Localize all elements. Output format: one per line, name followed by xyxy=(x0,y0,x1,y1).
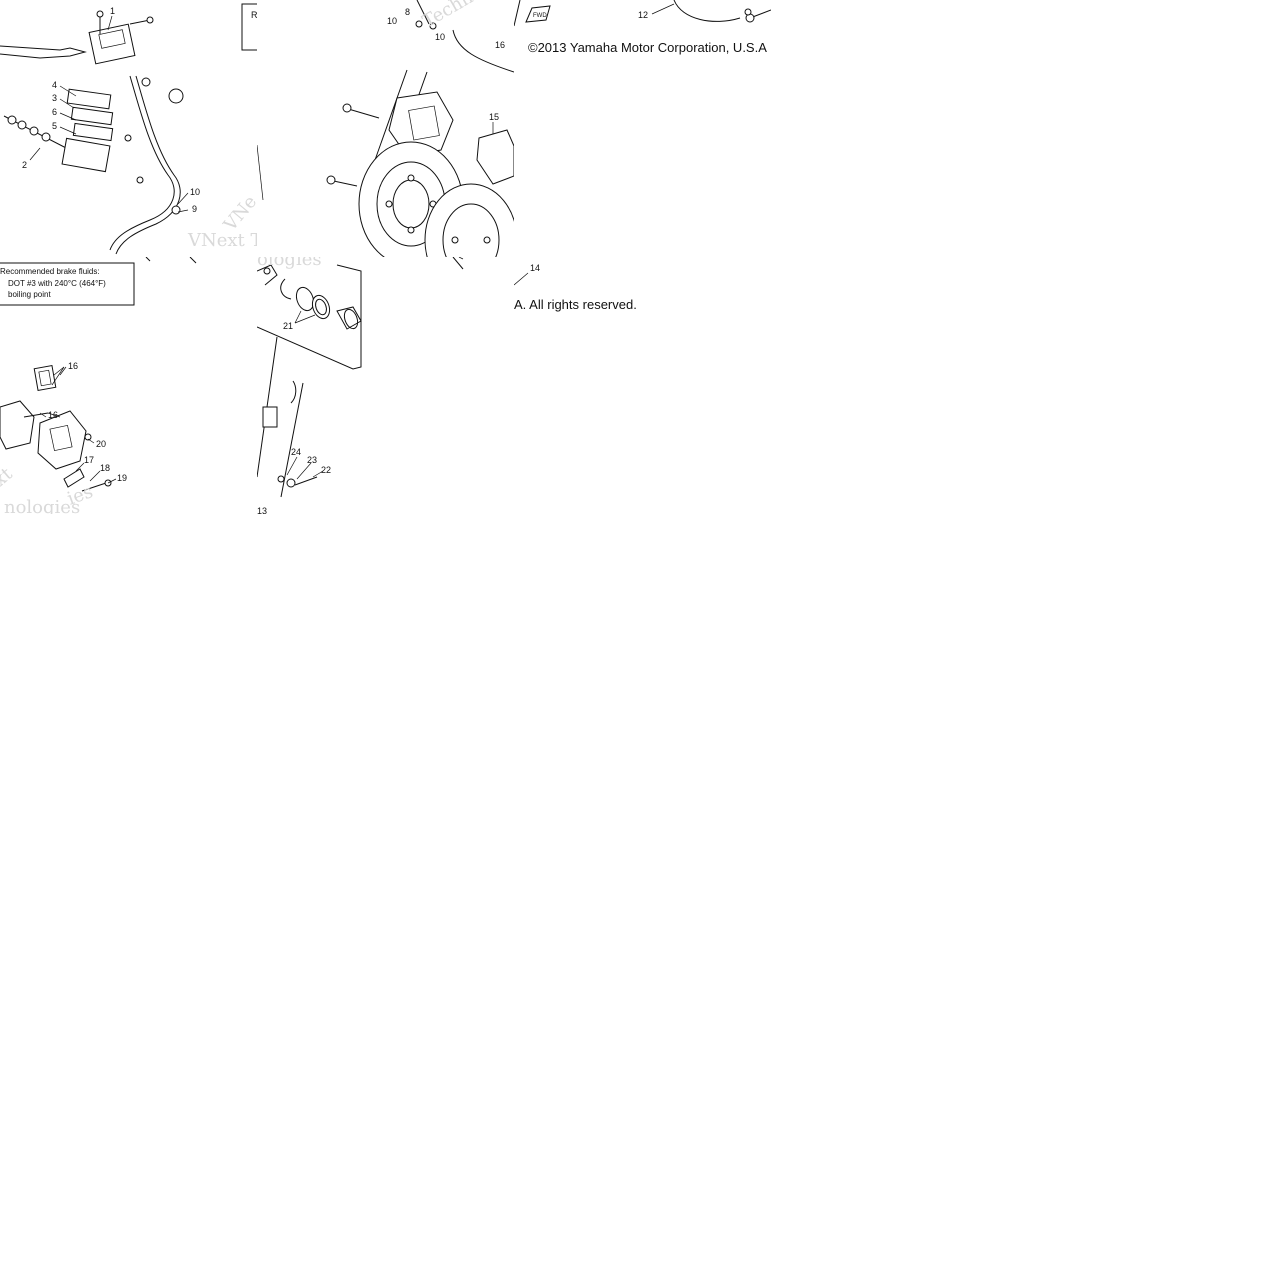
callout-3: 3 xyxy=(52,93,57,103)
watermark-text: Techn xyxy=(419,0,477,32)
rear-caliper-right xyxy=(37,410,87,470)
master-cylinder-drawing: 1 4 3 6 5 2 10 9 VNext Tec VNe R xyxy=(0,3,257,255)
callout-12: 12 xyxy=(638,10,648,20)
copyright-notice-fragment: A. All rights reserved. xyxy=(514,297,637,312)
callout-2: 2 xyxy=(22,160,27,170)
callout-5: 5 xyxy=(52,121,57,131)
watermark-text: xt xyxy=(0,463,17,491)
callout-6: 6 xyxy=(52,107,57,117)
fwd-arrow-icon xyxy=(525,5,551,23)
callout-16: 16 xyxy=(68,361,78,371)
brake-fluid-note: Recommended brake fluids: DOT #3 with 24… xyxy=(0,262,135,306)
fwd-arrow-label: FWD xyxy=(533,13,547,19)
callout-10: 10 xyxy=(435,32,445,42)
callout-24: 24 xyxy=(291,447,301,457)
note-box-letter: R xyxy=(251,10,257,20)
callout-18: 18 xyxy=(100,463,110,473)
note-line-2: DOT #3 with 240°C (464°F) xyxy=(8,279,106,288)
diagram-tile-master-cylinder: 1 4 3 6 5 2 10 9 VNext Tec VNe R xyxy=(0,0,257,257)
caliper-right xyxy=(476,129,514,185)
watermark-text: VNext Tec xyxy=(187,230,257,251)
brake-pad xyxy=(33,365,57,391)
brake-lever xyxy=(0,45,87,59)
diagram-tile-front-caliper: 15 8 10 10 16 Techn xyxy=(257,0,514,257)
seal-kit-drawing: 21 24 23 22 13 ologies xyxy=(257,257,464,514)
diagram-tile-seal-kit: 21 24 23 22 13 ologies xyxy=(257,257,514,514)
callout-10: 10 xyxy=(387,16,397,26)
top-right-drawing: FWD 12 ©2013 Yamaha Motor Corporation, U… xyxy=(514,0,771,55)
copyright-fragment-drawing: 14 A. All rights reserved. xyxy=(514,263,637,312)
callout-21: 21 xyxy=(283,321,293,331)
callout-23: 23 xyxy=(307,455,317,465)
callout-19: 19 xyxy=(117,473,127,483)
callout-14: 14 xyxy=(530,263,540,273)
callout-4: 4 xyxy=(52,80,57,90)
diagram-tile-copyright-fragment: 14 A. All rights reserved. xyxy=(514,257,771,514)
callout-9: 9 xyxy=(192,204,197,214)
note-line-1: Recommended brake fluids: xyxy=(0,267,100,276)
callout-8: 8 xyxy=(405,7,410,17)
diaphragm xyxy=(66,88,112,110)
front-caliper-drawing: 15 8 10 10 16 Techn xyxy=(257,0,514,257)
brake-hose xyxy=(109,75,175,251)
rear-caliper-left xyxy=(0,400,35,450)
callout-16: 16 xyxy=(495,40,505,50)
copyright-notice: ©2013 Yamaha Motor Corporation, U.S.A xyxy=(528,40,767,55)
callout-13: 13 xyxy=(257,506,267,514)
torque-rod-mount xyxy=(262,406,278,428)
master-cylinder-body xyxy=(88,23,136,65)
caliper-piston xyxy=(336,306,362,330)
callout-17: 17 xyxy=(84,455,94,465)
diagram-tile-top-right: FWD 12 ©2013 Yamaha Motor Corporation, U… xyxy=(514,0,771,257)
callout-22: 22 xyxy=(321,465,331,475)
callout-20: 20 xyxy=(96,439,106,449)
caliper-left xyxy=(388,91,454,157)
rear-caliper-drawing: Recommended brake fluids: DOT #3 with 24… xyxy=(0,257,197,514)
watermark-text: nologies xyxy=(4,497,80,514)
callout-15: 15 xyxy=(489,112,499,122)
callout-1: 1 xyxy=(110,6,115,16)
seal-kit-box xyxy=(257,264,362,370)
diagram-tile-rear-caliper: Recommended brake fluids: DOT #3 with 24… xyxy=(0,257,257,514)
callout-10: 10 xyxy=(190,187,200,197)
brake-disc-right xyxy=(424,183,514,257)
watermark-text: ologies xyxy=(257,257,322,270)
note-line-3: boiling point xyxy=(8,290,51,299)
callout-16: 16 xyxy=(48,410,58,420)
seal-ring xyxy=(295,286,315,312)
